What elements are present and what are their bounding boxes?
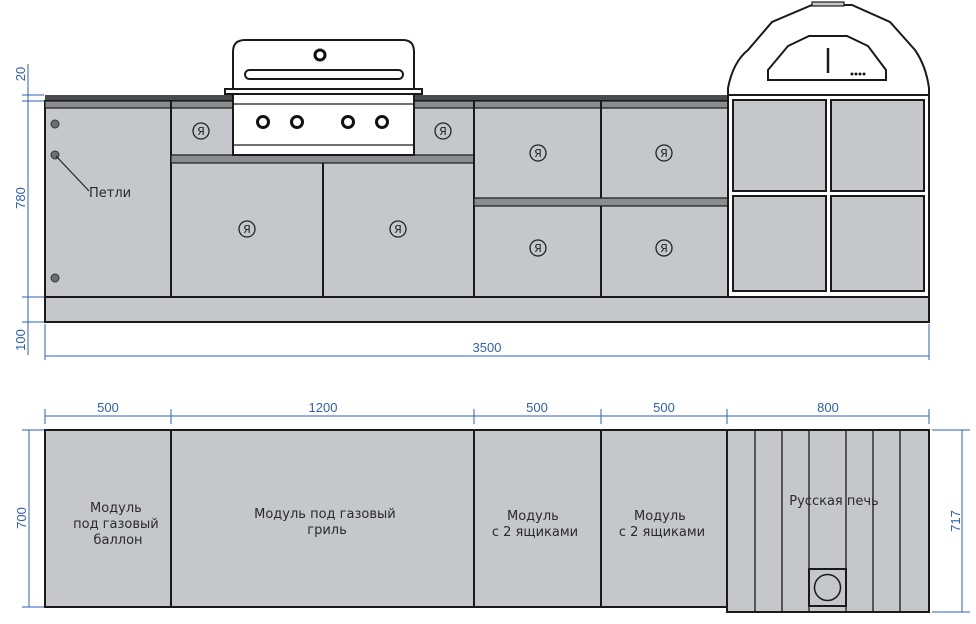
grill-shelf-trim: [170, 154, 475, 164]
hinge-icon: [50, 273, 60, 283]
module-grill: [170, 429, 475, 608]
module-drawers: [600, 429, 728, 608]
hinges-label: Петли: [89, 186, 131, 201]
svg-text:Я: Я: [439, 125, 447, 138]
oven-panel: [830, 195, 925, 292]
dim-module-width: 1200: [309, 400, 338, 415]
burner-knob-icon: [341, 115, 355, 129]
dim-module-width: 500: [526, 400, 548, 415]
handle-icon: Я: [192, 122, 210, 140]
module-label: Русская печь: [789, 494, 878, 509]
plan-view: 500 1200 500 500 800 Модуль под газовый …: [14, 400, 970, 613]
grill-lid: [232, 39, 415, 90]
module-label: Модуль с 2 ящиками: [492, 509, 578, 540]
dim-total-length: 3500: [473, 340, 502, 355]
handle-icon: Я: [238, 220, 256, 238]
handle-icon: Я: [529, 144, 547, 162]
oven-panel: [830, 99, 925, 192]
vertical-dimension: 20 780 100: [13, 64, 44, 355]
module-label: Модуль под газовый гриль: [254, 507, 400, 538]
russian-oven: [727, 1, 930, 298]
horizontal-dimension: 3500: [44, 324, 930, 360]
dim-oven-depth: 717: [948, 510, 963, 532]
dim-cabinet-height: 780: [13, 187, 28, 209]
svg-text:Я: Я: [534, 242, 542, 255]
svg-text:Я: Я: [534, 147, 542, 160]
svg-text:Я: Я: [197, 125, 205, 138]
handle-icon: Я: [434, 122, 452, 140]
dim-module-width: 500: [653, 400, 675, 415]
module-gas-cylinder: [44, 429, 172, 608]
module-label: Модуль с 2 ящиками: [619, 509, 705, 540]
svg-text:Я: Я: [660, 242, 668, 255]
plinth: [44, 296, 930, 323]
oven-flue-icon: [813, 573, 842, 602]
dim-module-width: 500: [97, 400, 119, 415]
grill-lid-handle: [244, 69, 404, 80]
dim-countertop: 20: [13, 67, 28, 81]
depth-dimension-right: 717: [932, 429, 970, 613]
dim-depth: 700: [14, 507, 29, 529]
hinge-icon: [50, 119, 60, 129]
svg-text:Я: Я: [243, 223, 251, 236]
burner-knob-icon: [290, 115, 304, 129]
module-label: Модуль под газовый баллон: [73, 501, 163, 548]
handle-icon: Я: [655, 144, 673, 162]
grill-lid-thermometer-icon: [313, 48, 327, 62]
front-view: Петли Я Я Я Я Я Я Я Я: [13, 1, 930, 360]
drawer-trim: [473, 197, 729, 207]
handle-icon: Я: [529, 239, 547, 257]
hinge-leader-line: [55, 155, 90, 192]
oven-dots-icon: [850, 72, 866, 76]
burner-knob-icon: [375, 115, 389, 129]
handle-icon: Я: [655, 239, 673, 257]
oven-panel: [732, 195, 827, 292]
depth-dimension-left: 700: [14, 429, 44, 608]
burner-knob-icon: [256, 115, 270, 129]
module-drawers: [473, 429, 602, 608]
svg-text:Я: Я: [394, 223, 402, 236]
gas-grill: [224, 39, 423, 156]
oven-panel: [732, 99, 827, 192]
dim-module-width: 800: [817, 400, 839, 415]
handle-icon: Я: [389, 220, 407, 238]
oven-chimney: [811, 1, 845, 7]
svg-text:Я: Я: [660, 147, 668, 160]
dim-plinth: 100: [13, 329, 28, 351]
